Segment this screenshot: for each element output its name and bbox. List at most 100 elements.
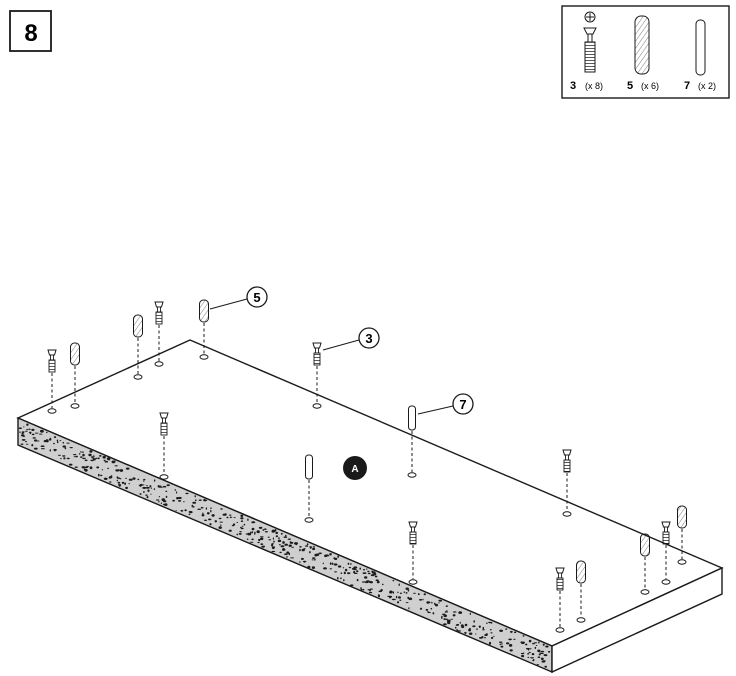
texture-speck bbox=[143, 480, 145, 482]
texture-speck bbox=[342, 567, 345, 569]
wood-dowel-icon bbox=[133, 314, 143, 380]
texture-speck bbox=[538, 654, 541, 656]
panel-label-badge bbox=[343, 456, 367, 480]
texture-speck bbox=[438, 599, 443, 602]
texture-speck bbox=[260, 543, 264, 546]
legend-item-3-id: 3 bbox=[570, 80, 576, 92]
drill-hole bbox=[576, 617, 586, 623]
texture-speck bbox=[200, 506, 204, 509]
texture-speck bbox=[163, 500, 167, 503]
texture-speck bbox=[262, 529, 265, 531]
texture-speck bbox=[103, 459, 106, 462]
texture-speck bbox=[48, 438, 52, 441]
texture-speck bbox=[490, 632, 493, 634]
texture-speck bbox=[66, 442, 70, 444]
texture-speck bbox=[337, 576, 339, 580]
texture-speck bbox=[419, 598, 423, 601]
texture-speck bbox=[160, 502, 162, 505]
texture-speck bbox=[97, 457, 100, 460]
texture-speck bbox=[34, 432, 39, 434]
panel-label: A bbox=[351, 464, 358, 475]
texture-speck bbox=[536, 664, 539, 666]
texture-speck bbox=[220, 524, 222, 526]
drill-hole bbox=[661, 579, 671, 585]
texture-speck bbox=[354, 572, 358, 575]
texture-speck bbox=[40, 445, 45, 448]
drill-hole bbox=[407, 472, 417, 478]
texture-speck bbox=[374, 575, 378, 578]
texture-speck bbox=[299, 561, 301, 563]
texture-speck bbox=[376, 580, 380, 584]
texture-speck bbox=[347, 563, 349, 565]
texture-speck bbox=[540, 650, 545, 653]
texture-speck bbox=[272, 537, 274, 540]
texture-speck bbox=[499, 643, 501, 646]
texture-speck bbox=[459, 621, 461, 624]
texture-speck bbox=[219, 521, 223, 523]
texture-speck bbox=[537, 649, 541, 653]
texture-speck bbox=[443, 614, 448, 618]
texture-speck bbox=[419, 607, 423, 610]
texture-speck bbox=[53, 448, 56, 452]
texture-speck bbox=[299, 548, 301, 552]
texture-speck bbox=[239, 531, 242, 533]
texture-speck bbox=[40, 448, 45, 450]
texture-speck bbox=[353, 568, 357, 571]
texture-speck bbox=[125, 486, 128, 490]
texture-speck bbox=[89, 450, 93, 453]
texture-speck bbox=[114, 460, 116, 463]
texture-speck bbox=[60, 458, 62, 460]
wood-dowel-icon bbox=[677, 505, 687, 565]
texture-speck bbox=[68, 463, 73, 466]
texture-speck bbox=[300, 557, 304, 560]
legend-item-5-qty: (x 6) bbox=[641, 81, 659, 91]
texture-speck bbox=[32, 437, 36, 439]
texture-speck bbox=[254, 532, 256, 535]
texture-speck bbox=[20, 443, 24, 445]
texture-speck bbox=[34, 439, 38, 442]
texture-speck bbox=[218, 517, 222, 520]
texture-speck bbox=[545, 645, 549, 648]
wood-dowel-icon bbox=[576, 560, 586, 623]
texture-speck bbox=[392, 591, 395, 594]
texture-speck bbox=[343, 571, 346, 575]
texture-speck bbox=[443, 618, 446, 620]
texture-speck bbox=[318, 552, 323, 555]
texture-speck bbox=[246, 538, 249, 540]
texture-speck bbox=[343, 579, 345, 582]
texture-speck bbox=[63, 457, 66, 460]
panel-end-edge bbox=[551, 566, 723, 674]
texture-speck bbox=[73, 456, 78, 458]
texture-speck bbox=[49, 437, 52, 440]
texture-speck bbox=[82, 453, 85, 457]
texture-speck bbox=[307, 565, 311, 569]
texture-speck bbox=[267, 536, 270, 538]
texture-speck bbox=[531, 653, 535, 656]
texture-speck bbox=[476, 628, 478, 630]
texture-speck bbox=[139, 493, 142, 495]
texture-speck bbox=[158, 486, 163, 488]
texture-speck bbox=[146, 484, 148, 487]
texture-speck bbox=[403, 591, 405, 594]
texture-speck bbox=[347, 572, 351, 575]
texture-speck bbox=[444, 611, 447, 613]
texture-speck bbox=[306, 543, 309, 546]
texture-speck bbox=[145, 494, 148, 496]
texture-speck bbox=[22, 435, 26, 437]
drill-hole bbox=[555, 627, 565, 633]
texture-speck bbox=[456, 623, 460, 626]
texture-speck bbox=[251, 538, 254, 541]
texture-speck bbox=[82, 457, 86, 460]
texture-speck bbox=[268, 539, 272, 541]
texture-speck bbox=[528, 639, 532, 643]
callout-cam-bolt-label: 3 bbox=[365, 331, 372, 346]
texture-speck bbox=[226, 516, 229, 519]
texture-speck bbox=[323, 567, 327, 570]
texture-speck bbox=[455, 624, 458, 626]
texture-speck bbox=[183, 501, 185, 503]
texture-speck bbox=[147, 489, 150, 493]
texture-speck bbox=[282, 541, 285, 544]
texture-speck bbox=[117, 481, 121, 484]
texture-speck bbox=[211, 514, 215, 517]
texture-speck bbox=[206, 512, 210, 515]
